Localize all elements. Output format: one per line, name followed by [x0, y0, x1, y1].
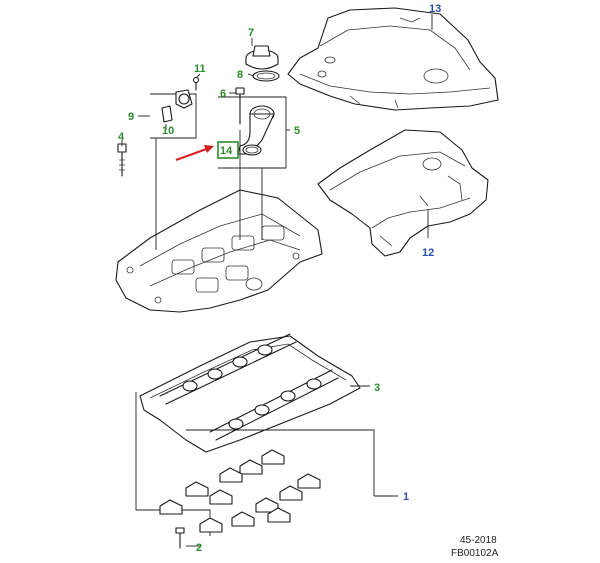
bolt-part-6	[235, 87, 245, 125]
callout-9[interactable]: 9	[128, 111, 134, 123]
callout-1[interactable]: 1	[403, 491, 409, 503]
callout-4[interactable]: 4	[118, 131, 125, 143]
leader-lines	[121, 14, 433, 547]
stud-part-4	[117, 143, 127, 177]
camshaft-intake	[159, 333, 297, 405]
filler-neck-assembly	[218, 96, 287, 169]
callout-5[interactable]: 5	[294, 125, 300, 137]
callout-12[interactable]: 12	[422, 247, 434, 259]
figure-id: FB00102A	[451, 548, 499, 559]
camshaft-bearing-caps	[135, 392, 375, 536]
callout-10[interactable]: 10	[162, 125, 174, 137]
callout-3[interactable]: 3	[374, 382, 380, 394]
engine-cover-upper	[287, 7, 499, 111]
callout-2[interactable]: 2	[196, 542, 202, 554]
reference-code: 45-2018	[460, 535, 497, 546]
oil-filler-cap	[245, 45, 280, 82]
callout-7[interactable]: 7	[248, 27, 254, 39]
camshaft-cover	[115, 189, 323, 313]
callout-13[interactable]: 13	[429, 3, 441, 15]
camshaft-exhaust	[209, 369, 339, 441]
callout-14[interactable]: 14	[220, 145, 233, 157]
bolt-part-2	[175, 527, 185, 549]
engine-cover-lower	[317, 129, 489, 257]
pointer-arrow	[175, 145, 214, 161]
sensor-assembly	[150, 76, 200, 139]
callout-14-highlight-box[interactable]	[217, 141, 239, 159]
callout-6[interactable]: 6	[220, 88, 226, 100]
callout-11[interactable]: 11	[194, 63, 206, 75]
callout-8[interactable]: 8	[237, 69, 243, 81]
